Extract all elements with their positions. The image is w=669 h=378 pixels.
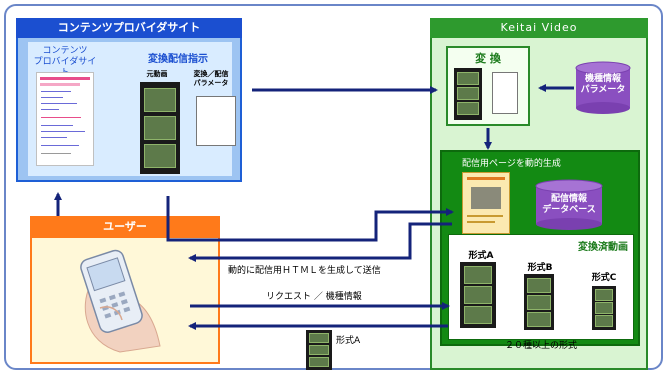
delivery-info-database-icon — [535, 179, 603, 230]
device-info-database-label: 機種情報 パラメータ — [574, 74, 632, 96]
source-video-film-icon — [140, 82, 180, 174]
delivery-db-line1: 配信情報 — [550, 194, 587, 204]
parameter-document-icon — [196, 96, 236, 146]
format-a-film-icon — [460, 262, 496, 328]
delivered-format-label: 形式A — [336, 336, 361, 346]
provider-site-label-line1: コンテンツ — [42, 46, 88, 56]
arrow-generation-to-user — [188, 222, 452, 262]
params-label-line2: パラメータ — [193, 79, 229, 87]
delivery-info-database-label: 配信情報 データベース — [534, 194, 604, 216]
format-b-label: 形式B — [527, 263, 553, 273]
generate-html-label: 動的に配信用ＨＴＭＬを生成して送信 — [228, 266, 381, 276]
converted-video-film-icon — [454, 68, 482, 120]
format-a-label: 形式A — [468, 251, 494, 261]
dynamic-page-label: 配信用ページを動的生成 — [462, 159, 561, 169]
params-label: 変換／配信 パラメータ — [186, 70, 236, 88]
request-label: リクエスト ／ 機種情報 — [266, 292, 362, 302]
conversion-document-icon — [492, 72, 518, 114]
format-b-film-icon — [524, 274, 554, 330]
source-video-label: 元動画 — [146, 70, 168, 78]
user-title: ユーザー — [30, 216, 220, 238]
converted-video-label: 変換済動画 — [578, 242, 628, 253]
delivered-video-film-icon — [306, 330, 332, 370]
device-info-database-icon — [575, 61, 631, 114]
params-label-line1: 変換／配信 — [193, 70, 229, 78]
content-provider-title: コンテンツプロバイダサイト — [16, 18, 242, 38]
provider-webpage-thumbnail — [36, 72, 94, 166]
device-db-line1: 機種情報 — [584, 74, 621, 84]
arrow-provider-to-generation — [166, 196, 454, 242]
conversion-label: 変 換 — [475, 52, 501, 65]
conversion-instruction-label: 変換配信指示 — [148, 54, 208, 65]
diagram-frame — [4, 4, 663, 370]
formats-count-label: ２０種以上の形式 — [504, 341, 577, 351]
keitai-video-title: Keitai Video — [430, 18, 648, 38]
delivery-db-line2: データベース — [542, 205, 596, 215]
delivery-page-thumbnail — [462, 172, 510, 234]
mobile-phone-hand-icon — [80, 249, 161, 353]
format-c-film-icon — [592, 286, 616, 330]
device-db-line2: パラメータ — [580, 85, 626, 95]
format-c-label: 形式C — [591, 273, 617, 283]
